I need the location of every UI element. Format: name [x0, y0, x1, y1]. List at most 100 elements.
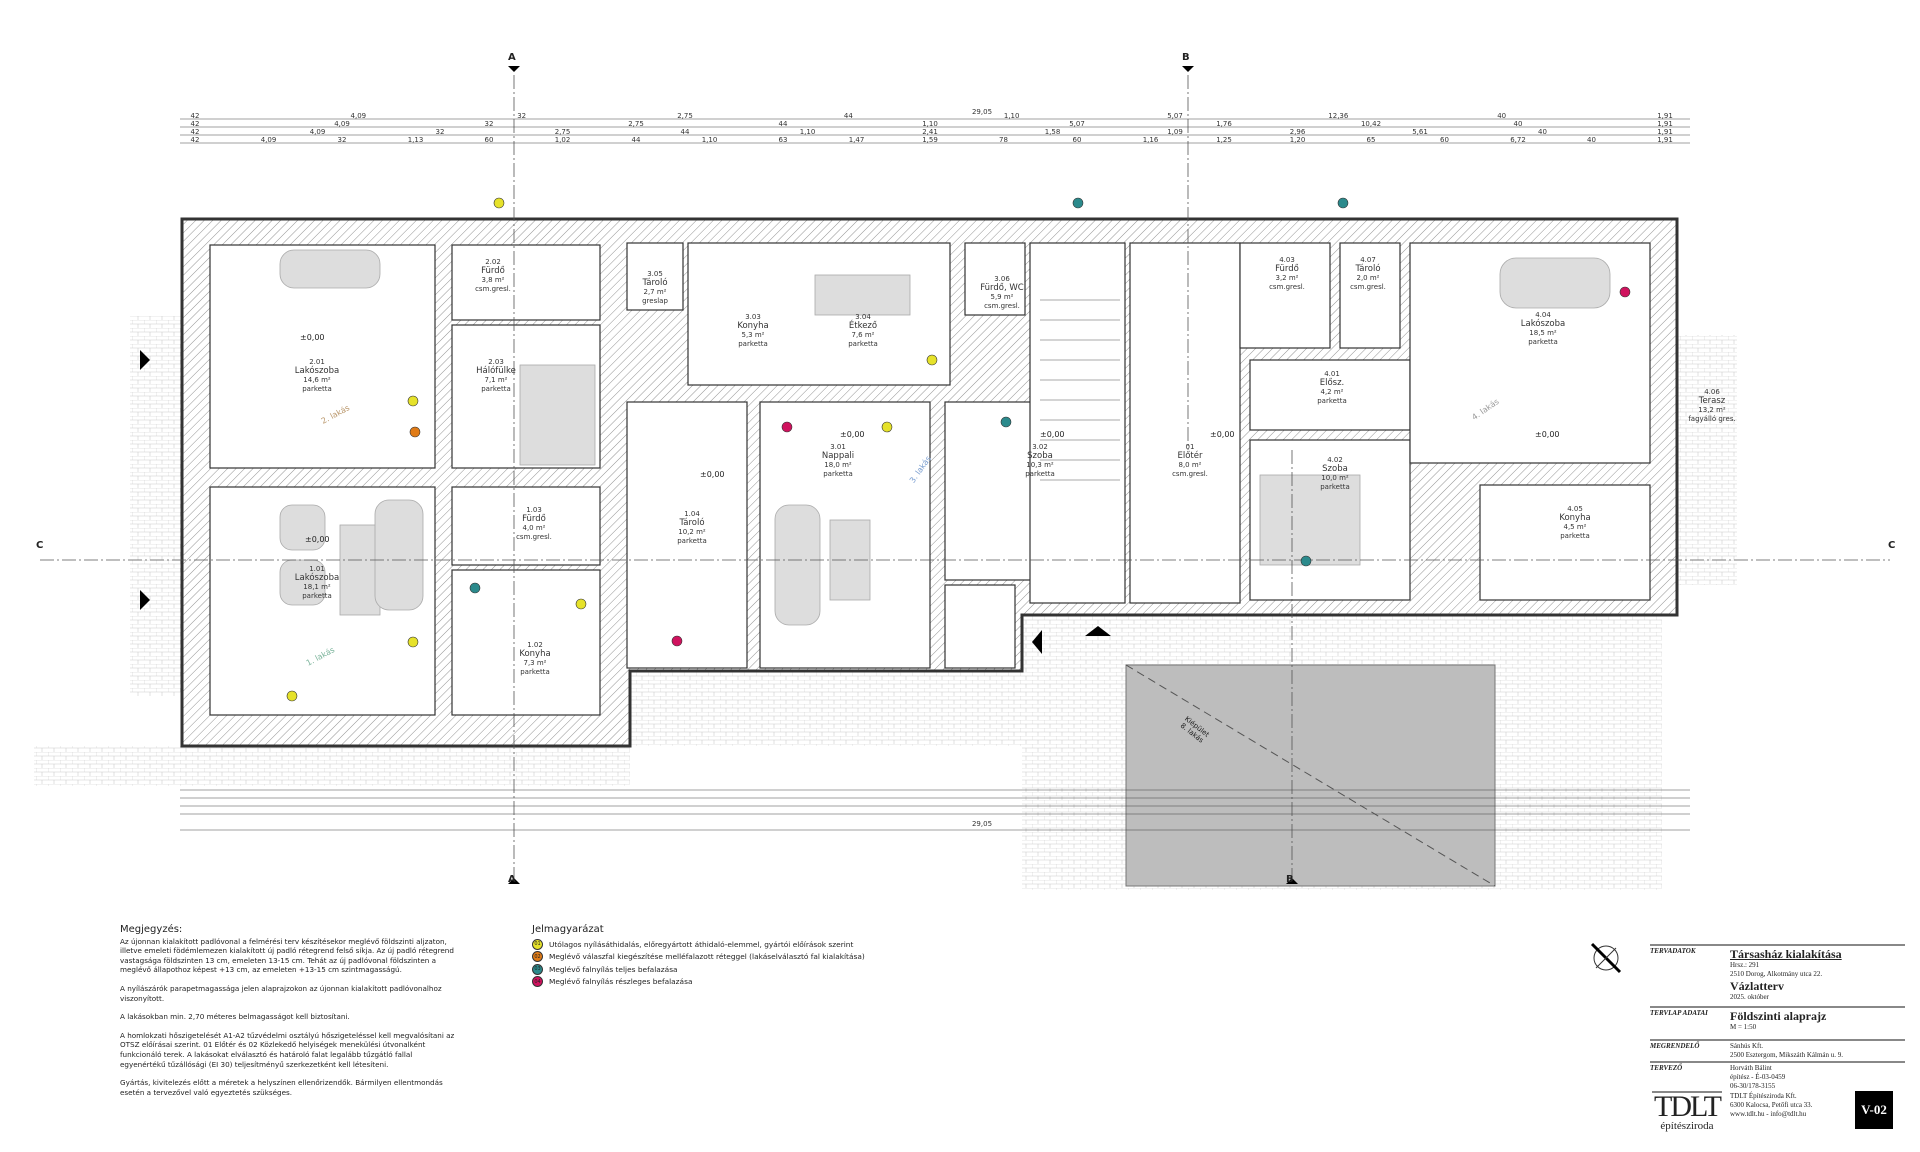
dimension-value: 1,16: [1142, 136, 1159, 144]
level-mark: ±0,00: [1535, 430, 1560, 439]
room-name: Szoba: [1027, 451, 1053, 461]
room-no: 4.01: [1324, 370, 1340, 378]
dimension-value: 42: [190, 120, 200, 128]
room-floor: parketta: [738, 340, 768, 348]
markers: [286, 197, 1631, 702]
room-floor: parketta: [823, 470, 853, 478]
room-name: Nappali: [821, 451, 855, 461]
room-area: 7,1 m²: [484, 376, 508, 384]
dimension-value: 40: [1497, 112, 1507, 120]
room-floor: csm.gresl.: [475, 285, 511, 293]
dimension-value: 4,09: [260, 136, 277, 144]
section-label-a-bottom: A: [508, 874, 516, 885]
room-area: 18,5 m²: [1529, 329, 1557, 337]
dimension-value: 40: [1513, 120, 1523, 128]
room-name: Lakószoba: [294, 366, 340, 376]
dimension-value: 32: [484, 120, 494, 128]
legend-text: Utólagos nyílásáthidalás, előregyártott …: [549, 939, 854, 949]
section-label-b-top: B: [1182, 52, 1190, 63]
room-name: Tároló: [642, 278, 668, 288]
dimension-value: 5,61: [1412, 128, 1428, 136]
room-no: 4.05: [1567, 505, 1583, 513]
room-floor: parketta: [848, 340, 878, 348]
room-name: Lakószoba: [294, 573, 340, 583]
dimension-value: 10,42: [1360, 120, 1382, 128]
dimension-value: 5,07: [1069, 120, 1085, 128]
dimension-lines: [180, 118, 1690, 831]
room-floor: csm.gresl.: [1350, 283, 1386, 291]
legend-text: Meglévő falnyílás teljes befalazása: [549, 964, 678, 974]
dimension-value: 44: [680, 128, 690, 136]
room-no: 1.02: [527, 641, 543, 649]
notes-block: Megjegyzés: Az újonnan kialakított padló…: [120, 925, 455, 1106]
dimension-value: 42: [190, 128, 200, 136]
room-floor: csm.gresl.: [984, 302, 1020, 310]
dimension-value: 1,91: [1657, 128, 1673, 136]
room-area: 2,0 m²: [1356, 274, 1380, 282]
dimension-value: 1,10: [922, 120, 938, 128]
dimension-value: 12,36: [1328, 112, 1349, 120]
notes-title: Megjegyzés:: [120, 924, 183, 935]
room-no: 3.05: [647, 270, 663, 278]
dimension-value: 1,47: [848, 136, 865, 144]
room-no: 2.01: [309, 358, 325, 366]
note-3: A lakásokban min. 2,70 méteres belmagass…: [120, 1012, 350, 1022]
room-name: Tároló: [1355, 264, 1381, 274]
room-area: 13,2 m²: [1698, 406, 1726, 414]
room-name: Fürdő: [522, 514, 546, 524]
room-area: 10,2 m²: [678, 528, 706, 536]
room-area: 3,2 m²: [1275, 274, 1299, 282]
room-area: 3,8 m²: [481, 276, 505, 284]
room-floor: greslap: [642, 297, 668, 305]
room-no: 4.02: [1327, 456, 1343, 464]
room-no: 4.06: [1704, 388, 1720, 396]
dimension-value: 60: [1440, 136, 1449, 144]
dimension-value: 2,75: [628, 120, 644, 128]
room-floor: parketta: [1320, 483, 1350, 491]
room-name: Konyha: [519, 649, 551, 659]
dimension-value: 1,91: [1657, 120, 1673, 128]
dimension-value: 2,75: [677, 112, 693, 120]
legend-marker-icon: 03: [532, 963, 543, 975]
dimension-value: 1,91: [1657, 136, 1673, 144]
room-area: 14,6 m²: [303, 376, 331, 384]
dimension-value: 6,72: [1510, 136, 1526, 144]
note-2: A nyílászárók parapetmagassága jelen ala…: [120, 983, 442, 1003]
office-info: TDLT Építésziroda Kft.6300 Kalocsa, Pető…: [1730, 1092, 1813, 1118]
dimension-value: 60: [484, 136, 494, 144]
room-area: 18,0 m²: [824, 461, 852, 469]
room-name: Fürdő, WC: [980, 283, 1024, 293]
legend-marker-icon: 04: [532, 976, 543, 988]
stairs: [1040, 299, 1120, 481]
room-area: 18,1 m²: [303, 583, 331, 591]
dimension-value: 65: [1366, 136, 1376, 144]
room-area: 10,3 m²: [1026, 461, 1054, 469]
floor-plan-drawing: [34, 66, 1890, 890]
dimension-value: 42: [190, 136, 200, 144]
room-name: Terasz: [1698, 396, 1726, 406]
room-area: 4,2 m²: [1320, 388, 1344, 396]
dimension-value: 63: [778, 136, 788, 144]
dimension-value: 32: [435, 128, 445, 136]
furniture: [279, 249, 1611, 626]
dimension-value: 1,25: [1216, 136, 1232, 144]
room-no: 3.03: [745, 313, 761, 321]
room-no: 4.03: [1279, 256, 1295, 264]
note-4: A homlokzati hőszigetelését A1-A2 tűzvéd…: [120, 1030, 455, 1069]
room-no: 3.06: [994, 275, 1010, 283]
dimension-value: 1,02: [554, 136, 571, 144]
section-label-c-right: C: [1888, 540, 1896, 551]
legend-text: Meglévő válaszfal kiegészítése melléfala…: [549, 952, 865, 962]
dimension-value: 1,76: [1216, 120, 1232, 128]
dimension-value: 2,41: [922, 128, 938, 136]
